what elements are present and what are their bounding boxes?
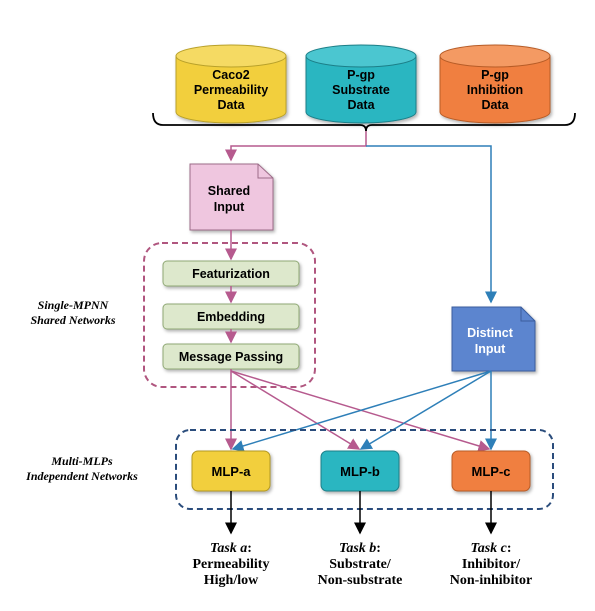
single-mpnn-line2: Shared Networks — [30, 313, 116, 327]
mlp-b-label: MLP-b — [340, 464, 380, 479]
featurization-step: Featurization — [162, 260, 300, 287]
db-substrate-line2: Substrate — [332, 83, 390, 97]
embedding-step: Embedding — [162, 303, 300, 330]
distinct-input-node: Distinct Input — [451, 306, 536, 372]
mlp-a-node: MLP-a — [191, 450, 271, 492]
shared-input-line1: Shared — [208, 184, 250, 198]
task-a-title: Task a: — [210, 541, 252, 556]
db-inhibition-line1: P-gp — [481, 68, 509, 82]
task-c-label: Task c: Inhibitor/ Non-inhibitor — [426, 541, 556, 589]
multi-mlps-line1: Multi-MLPs — [51, 454, 113, 468]
task-b-label: Task b: Substrate/ Non-substrate — [295, 541, 425, 589]
db-caco2-line2: Permeability — [194, 83, 268, 97]
db-substrate-line1: P-gp — [347, 68, 375, 82]
db-inhibition-line2: Inhibition — [467, 83, 523, 97]
distinct-input-line1: Distinct — [467, 326, 514, 340]
mlp-c-node: MLP-c — [451, 450, 531, 492]
task-c-line3: Non-inhibitor — [449, 573, 533, 588]
arrow-mp-to-mlp-b — [230, 370, 361, 450]
task-a-line3: High/low — [203, 573, 259, 588]
db-inhibition-line3: Data — [481, 98, 509, 112]
message-passing-label: Message Passing — [179, 350, 283, 364]
arrow-distinct-to-mlp-b — [359, 370, 492, 450]
multi-mlps-container — [175, 429, 554, 510]
database-pgp-inhibition: P-gp Inhibition Data — [439, 44, 551, 124]
db-substrate-line3: Data — [347, 98, 375, 112]
shared-input-node: Shared Input — [189, 163, 274, 231]
embedding-label: Embedding — [197, 310, 265, 324]
message-passing-step: Message Passing — [162, 343, 300, 370]
mlp-c-label: MLP-c — [472, 464, 511, 479]
multi-mlps-line2: Independent Networks — [26, 469, 138, 483]
task-a-line2: Permeability — [192, 557, 270, 572]
arrow-distinct-to-mlp-a — [231, 370, 492, 452]
db-caco2-line1: Caco2 — [212, 68, 250, 82]
distinct-input-line2: Input — [475, 342, 506, 356]
single-mpnn-label: Single-MPNN Shared Networks — [8, 298, 138, 328]
shared-input-line2: Input — [214, 200, 245, 214]
arrow-brace-to-shared-input — [225, 131, 367, 162]
task-b-line2: Substrate/ — [329, 557, 391, 572]
db-caco2-line3: Data — [217, 98, 245, 112]
arrow-brace-to-distinct-input — [366, 145, 497, 304]
task-c-line2: Inhibitor/ — [461, 557, 521, 572]
single-mpnn-line1: Single-MPNN — [37, 298, 109, 312]
mlp-b-node: MLP-b — [320, 450, 400, 492]
featurization-label: Featurization — [192, 267, 270, 281]
task-c-title: Task c: — [470, 541, 512, 556]
database-caco2: Caco2 Permeability Data — [175, 44, 287, 124]
task-b-title: Task b: — [339, 541, 381, 556]
database-pgp-substrate: P-gp Substrate Data — [305, 44, 417, 124]
mlp-a-label: MLP-a — [212, 464, 252, 479]
multi-mlps-label: Multi-MLPs Independent Networks — [4, 454, 160, 484]
task-a-label: Task a: Permeability High/low — [166, 541, 296, 589]
task-b-line3: Non-substrate — [317, 573, 403, 588]
